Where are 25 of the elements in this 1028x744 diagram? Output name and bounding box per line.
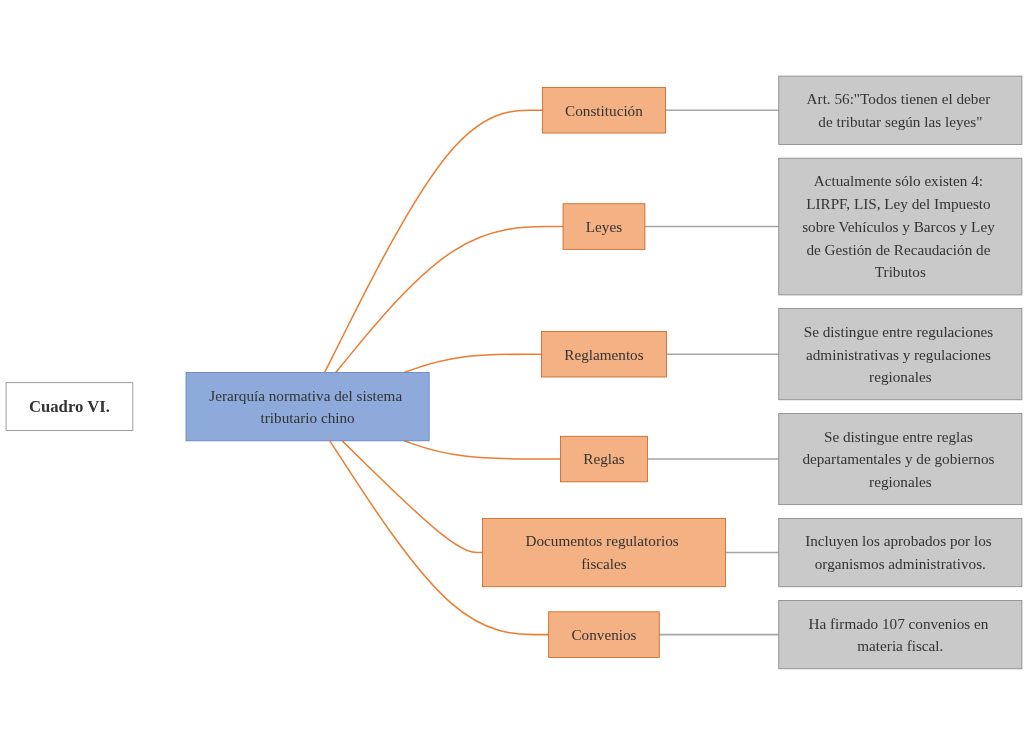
node-box: Se distingue entre reglas departamentales y de gobiernos regionales xyxy=(778,412,1023,505)
connector xyxy=(403,439,562,460)
connector xyxy=(341,439,484,553)
connector xyxy=(323,109,544,373)
connector xyxy=(329,439,550,635)
node-box: Reglas xyxy=(560,435,648,482)
connector xyxy=(335,225,564,373)
connector xyxy=(664,109,780,111)
connector xyxy=(658,633,780,635)
node-box: Actualmente sólo existen 4: LIRPF, LIS, Ley del Impuesto sobre Vehículos y Barcos y Ley de Gestión de Recaudación de Tributos xyxy=(778,157,1023,295)
node-box: Reglamentos xyxy=(541,330,667,377)
connector xyxy=(665,353,780,355)
connector xyxy=(724,551,780,553)
node-box: Constitución xyxy=(541,86,666,133)
connector xyxy=(644,225,780,227)
node-box: Documentos regulatorios fiscales xyxy=(482,517,726,587)
node-box: Cuadro VI. xyxy=(5,381,134,431)
node-box: Convenios xyxy=(548,611,660,658)
connector xyxy=(646,457,780,460)
node-box: Se distingue entre regulaciones administrativas y regulaciones regionales xyxy=(778,307,1023,400)
node-box: Incluyen los aprobados por los organismos administrativos. xyxy=(778,517,1023,587)
node-box: Jerarquía normativa del sistema tributario chino xyxy=(185,371,430,441)
node-box: Ha firmado 107 convenios en materia fiscal. xyxy=(778,599,1023,669)
node-box: Art. 56:"Todos tienen el deber de tributar según las leyes" xyxy=(778,75,1023,145)
node-box: Leyes xyxy=(562,202,646,250)
